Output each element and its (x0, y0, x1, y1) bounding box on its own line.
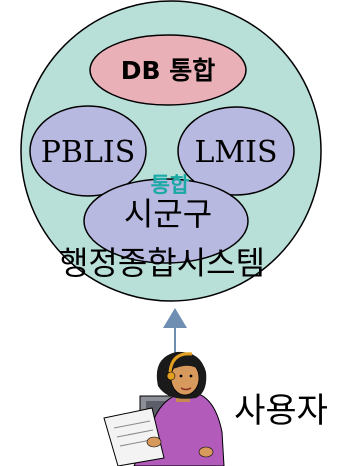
pblis-ellipse (29, 105, 147, 197)
lmis-label: LMIS (194, 135, 277, 170)
lmis-ellipse (177, 106, 295, 196)
user-icon (103, 351, 225, 466)
district-label: 시군구 (124, 195, 212, 233)
pblis-label: PBLIS (41, 135, 136, 170)
merge-label: 통합 (151, 173, 190, 197)
district-system-ellipse (83, 178, 249, 264)
db-ellipse (89, 34, 247, 106)
user-label: 사용자 (234, 391, 328, 431)
db-label: DB 통합 (121, 56, 216, 85)
system-label: 행정종합시스템 (59, 244, 265, 282)
